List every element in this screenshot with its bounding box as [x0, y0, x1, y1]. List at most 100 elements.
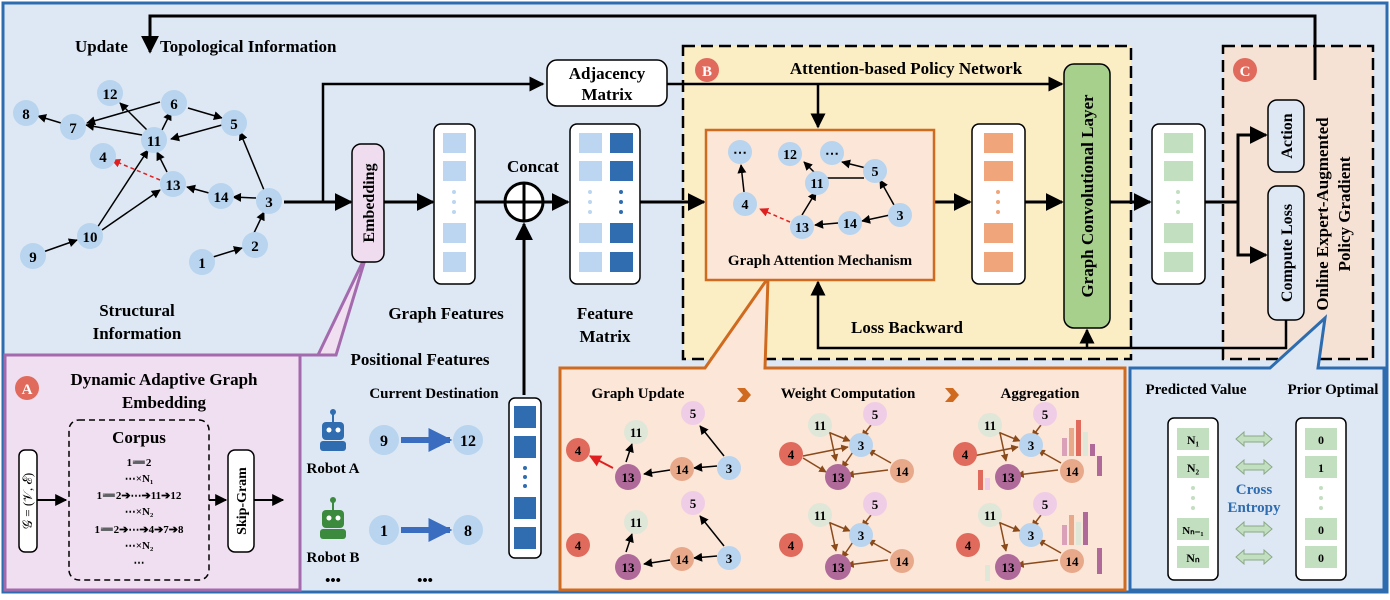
graph-node: 4	[742, 198, 749, 213]
action-label: Action	[1279, 113, 1296, 158]
graph-node: 14	[896, 464, 910, 479]
graph-node: 6	[170, 97, 178, 113]
graph-node: 3	[1028, 438, 1035, 453]
section-c-badge	[1233, 58, 1257, 82]
graph-node: 4	[575, 538, 582, 553]
structural-label-2: Information	[93, 324, 182, 343]
section-c-title-1: Online Expert-Augmented	[1313, 117, 1332, 311]
entropy-label: Entropy	[1227, 500, 1281, 516]
graph-node: 3	[858, 438, 865, 453]
prior-cell: 0	[1318, 523, 1324, 537]
section-b-title: Attention-based Policy Network	[790, 59, 1023, 78]
predicted-value-label: Predicted Value	[1146, 382, 1247, 398]
adjacency-label-2: Matrix	[582, 85, 633, 104]
robot-b-icon	[320, 497, 346, 539]
prior-cells: 0 1 0 0	[1305, 428, 1337, 568]
cross-entropy-arrows	[1235, 430, 1273, 566]
gcn-layer-label: Graph Convolutional Layer	[1078, 94, 1097, 298]
graph-node: 3	[726, 551, 733, 566]
corpus-walk: 1➖2	[127, 457, 152, 469]
embedding-block	[351, 143, 385, 263]
robot-b-destination: 8	[464, 523, 472, 540]
section-a-title-1: Dynamic Adaptive Graph	[70, 370, 258, 389]
graph-node: ⋯	[825, 147, 839, 162]
flow-arrow	[321, 76, 545, 202]
graph-node: 11	[630, 425, 642, 440]
section-b-badge-label: B	[702, 64, 712, 80]
corpus-walk: ⋯×N₂	[125, 540, 154, 552]
graph-node: ⋯	[733, 146, 747, 161]
corpus-walk: 1➖2➔⋯➔4➔7➔8	[94, 524, 184, 536]
structural-graph-nodes: 8 7 12 6 5 11 4 13 14 3 10 9 2 1	[13, 80, 282, 275]
graph-node: 9	[29, 250, 37, 266]
robot-b-current: 1	[380, 523, 388, 540]
graph-node: 3	[858, 528, 865, 543]
graph-node: 8	[22, 107, 30, 123]
graph-node: 4	[575, 443, 582, 458]
skip-gram-label: Skip-Gram	[235, 467, 250, 535]
corpus-walk: ⋯×N₁	[125, 473, 154, 485]
aggregation-bars-bottom	[985, 512, 1102, 581]
current-destination-label: Current Destination	[369, 386, 499, 402]
predicted-cells: N₁ N₂ Nₙ₋₁ Nₙ	[1177, 428, 1209, 568]
weight-computation-bottom-nodes: 11 5 4 13 14 3	[779, 492, 914, 580]
corpus-walk: 1➖2➔⋯➔11➔12	[97, 490, 182, 502]
feature-matrix-label-1: Feature	[577, 304, 634, 323]
graph-node: 13	[166, 178, 181, 194]
robot-ellipsis: •••	[325, 573, 341, 589]
corpus-label: Corpus	[112, 428, 166, 447]
feature-matrix-cells	[579, 133, 633, 272]
embedding-label: Embedding	[361, 163, 378, 242]
graph-node: 5	[872, 165, 879, 180]
predicted-cell: N₁	[1187, 433, 1200, 447]
structural-graph-edges	[37, 101, 265, 258]
graph-node: 13	[1002, 560, 1016, 575]
graph-node: 13	[832, 470, 846, 485]
graph-node: 13	[795, 221, 809, 236]
flow-arrow	[1236, 202, 1268, 264]
graph-node: 14	[676, 462, 690, 477]
corpus-walk: ⋯×N₂	[125, 506, 154, 518]
graph-node: 4	[965, 538, 972, 553]
section-a-badge-label: A	[22, 382, 33, 398]
graph-node: 4	[788, 538, 795, 553]
compute-loss-label: Compute Loss	[1279, 204, 1296, 302]
prior-cell: 0	[1318, 551, 1324, 565]
prior-cell: 0	[1318, 433, 1324, 447]
concat-label: Concat	[507, 157, 559, 176]
graph-node: 11	[984, 508, 996, 523]
feature-matrix-label-2: Matrix	[580, 327, 631, 346]
prior-cell: 1	[1318, 461, 1324, 475]
graph-node: 14	[843, 217, 857, 232]
graph-features-label: Graph Features	[388, 304, 504, 323]
loss-backward-label: Loss Backward	[851, 318, 963, 337]
graph-node: 3	[726, 461, 733, 476]
positional-title: Positional Features	[351, 350, 490, 369]
step-chevron-icon	[945, 388, 959, 402]
graph-node: 12	[783, 148, 797, 163]
graph-node: 5	[872, 497, 879, 512]
compute-loss-block	[1267, 185, 1305, 321]
section-c-title-2: Policy Gradient	[1335, 156, 1354, 271]
graph-node: 11	[984, 418, 996, 433]
loss-backward-arrow	[810, 280, 1288, 350]
graph-node: 11	[630, 515, 642, 530]
predicted-cell: Nₙ₋₁	[1182, 525, 1203, 537]
graph-node: 3	[265, 195, 273, 211]
corpus-walks: 1➖2 ⋯×N₁ 1➖2➔⋯➔11➔12 ⋯×N₂ 1➖2➔⋯➔4➔7➔8 ⋯×…	[94, 457, 184, 569]
action-block	[1267, 99, 1305, 173]
graph-node: 10	[83, 230, 98, 246]
positional-vector-cells	[514, 406, 536, 549]
gcn-output-cells	[1164, 133, 1193, 272]
graph-node: 13	[622, 470, 636, 485]
section-b-badge	[695, 58, 719, 82]
cross-label: Cross	[1236, 482, 1273, 498]
graph-features-cells	[443, 133, 466, 272]
graph-node: 2	[251, 239, 259, 255]
graph-node: 11	[147, 134, 161, 150]
aggregation-bars-top	[978, 420, 1102, 490]
graph-node: 7	[69, 121, 77, 137]
topological-label: Topological Information	[160, 37, 337, 56]
graph-node: 3	[897, 209, 904, 224]
robot-a-current: 9	[380, 433, 388, 450]
